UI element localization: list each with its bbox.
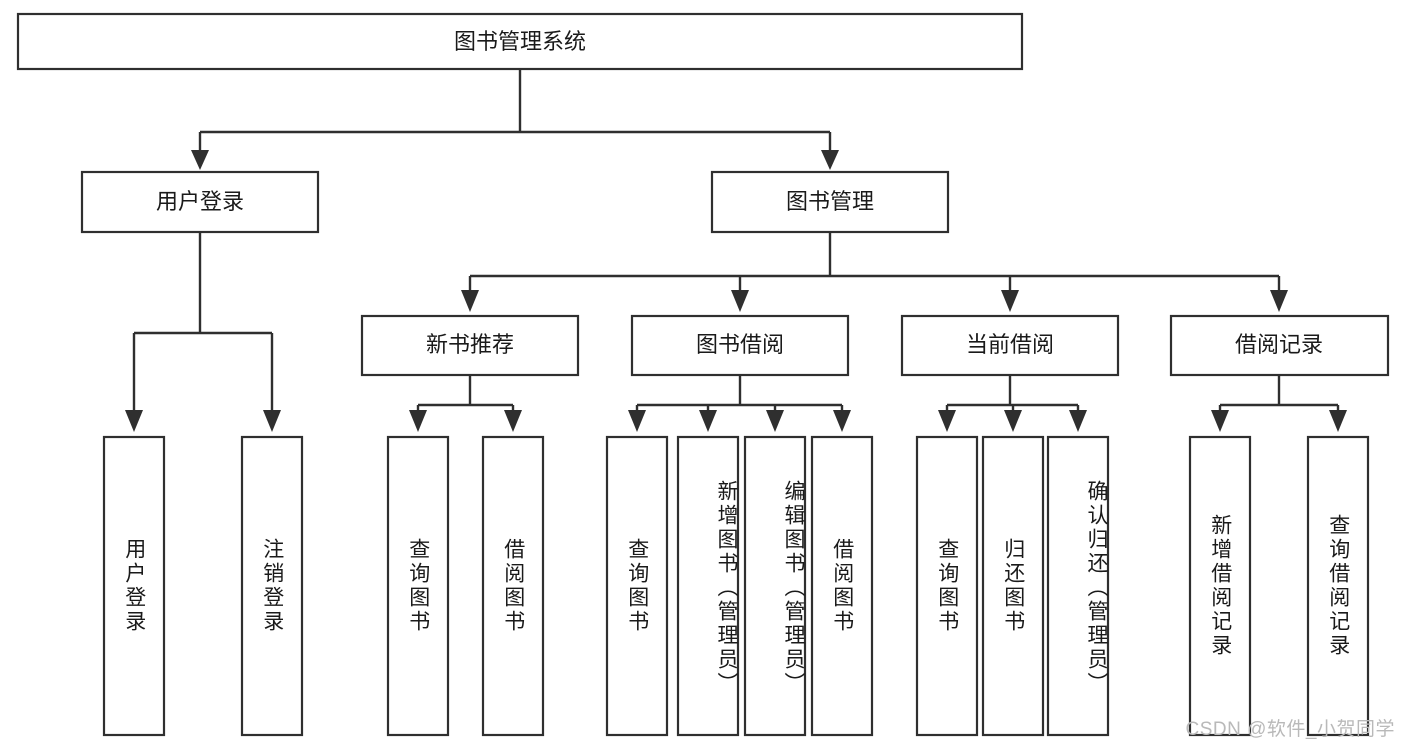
- connector-current-borrow-to-leaves: [938, 375, 1087, 432]
- arrow-nbr-query-book: [409, 410, 427, 432]
- leaf-box-user-login[interactable]: [102, 435, 166, 737]
- arrow-bb-add-book: [699, 410, 717, 432]
- csdn-watermark: CSDN @软件_小贺同学: [1185, 719, 1395, 740]
- arrow-bb-query-book: [628, 410, 646, 432]
- node-book-borrow-label: 图书借阅: [696, 332, 784, 357]
- arrow-br-add-record: [1211, 410, 1229, 432]
- node-book-borrow[interactable]: 图书借阅: [630, 314, 850, 377]
- node-new-book-rec[interactable]: 新书推荐: [360, 314, 580, 377]
- leaf-box-nbr-query-book[interactable]: [386, 435, 450, 737]
- leaf-box-cb-confirm-return[interactable]: [1046, 435, 1110, 737]
- node-root-label: 图书管理系统: [454, 29, 586, 54]
- leaf-box-bb-borrow-book[interactable]: [810, 435, 874, 737]
- node-current-borrow[interactable]: 当前借阅: [900, 314, 1120, 377]
- arrow-bb-borrow-book: [833, 410, 851, 432]
- leaf-box-bb-query-book[interactable]: [605, 435, 669, 737]
- connector-book-manage-to-level3: [461, 232, 1288, 312]
- arrow-nbr-borrow-book: [504, 410, 522, 432]
- arrow-br-query-record: [1329, 410, 1347, 432]
- arrow-cb-confirm-return: [1069, 410, 1087, 432]
- leaf-box-bb-edit-book[interactable]: [743, 435, 807, 737]
- connector-user-login-to-leaves: [125, 232, 281, 432]
- arrow-cb-return-book: [1004, 410, 1022, 432]
- arrow-to-book-borrow: [731, 290, 749, 312]
- node-new-book-rec-box[interactable]: [360, 314, 580, 377]
- node-borrow-record-label: 借阅记录: [1235, 332, 1323, 357]
- node-user-login-box[interactable]: [80, 170, 320, 234]
- node-book-manage[interactable]: 图书管理: [710, 170, 950, 234]
- arrow-to-leaf-logout: [263, 410, 281, 432]
- node-current-borrow-label: 当前借阅: [966, 332, 1054, 357]
- node-root-box[interactable]: [16, 12, 1024, 71]
- node-book-manage-label: 图书管理: [786, 189, 874, 214]
- leaf-box-cb-return-book[interactable]: [981, 435, 1045, 737]
- arrow-cb-query-book: [938, 410, 956, 432]
- connector-new-book-rec-to-leaves: [409, 375, 522, 432]
- leaf-box-logout[interactable]: [240, 435, 304, 737]
- leaf-box-br-add-record[interactable]: [1188, 435, 1252, 737]
- leaf-box-nbr-borrow-book[interactable]: [481, 435, 545, 737]
- arrow-to-user-login: [191, 150, 209, 170]
- arrow-to-book-manage: [821, 150, 839, 170]
- arrow-bb-edit-book: [766, 410, 784, 432]
- connector-borrow-record-to-leaves: [1211, 375, 1347, 432]
- node-user-login-label: 用户登录: [156, 189, 244, 214]
- node-borrow-record[interactable]: 借阅记录: [1169, 314, 1390, 377]
- node-new-book-rec-label: 新书推荐: [426, 332, 514, 357]
- leaf-box-cb-query-book[interactable]: [915, 435, 979, 737]
- leaf-box-br-query-record[interactable]: [1306, 435, 1370, 737]
- arrow-to-leaf-user-login: [125, 410, 143, 432]
- arrow-to-current-borrow: [1001, 290, 1019, 312]
- arrow-to-new-book-rec: [461, 290, 479, 312]
- node-user-login[interactable]: 用户登录: [80, 170, 320, 234]
- node-root[interactable]: 图书管理系统: [16, 12, 1024, 71]
- connector-root-to-level2: [191, 69, 839, 170]
- leaf-box-bb-add-book[interactable]: [676, 435, 740, 737]
- arrow-to-borrow-record: [1270, 290, 1288, 312]
- connector-book-borrow-to-leaves: [628, 375, 851, 432]
- node-current-borrow-box[interactable]: [900, 314, 1120, 377]
